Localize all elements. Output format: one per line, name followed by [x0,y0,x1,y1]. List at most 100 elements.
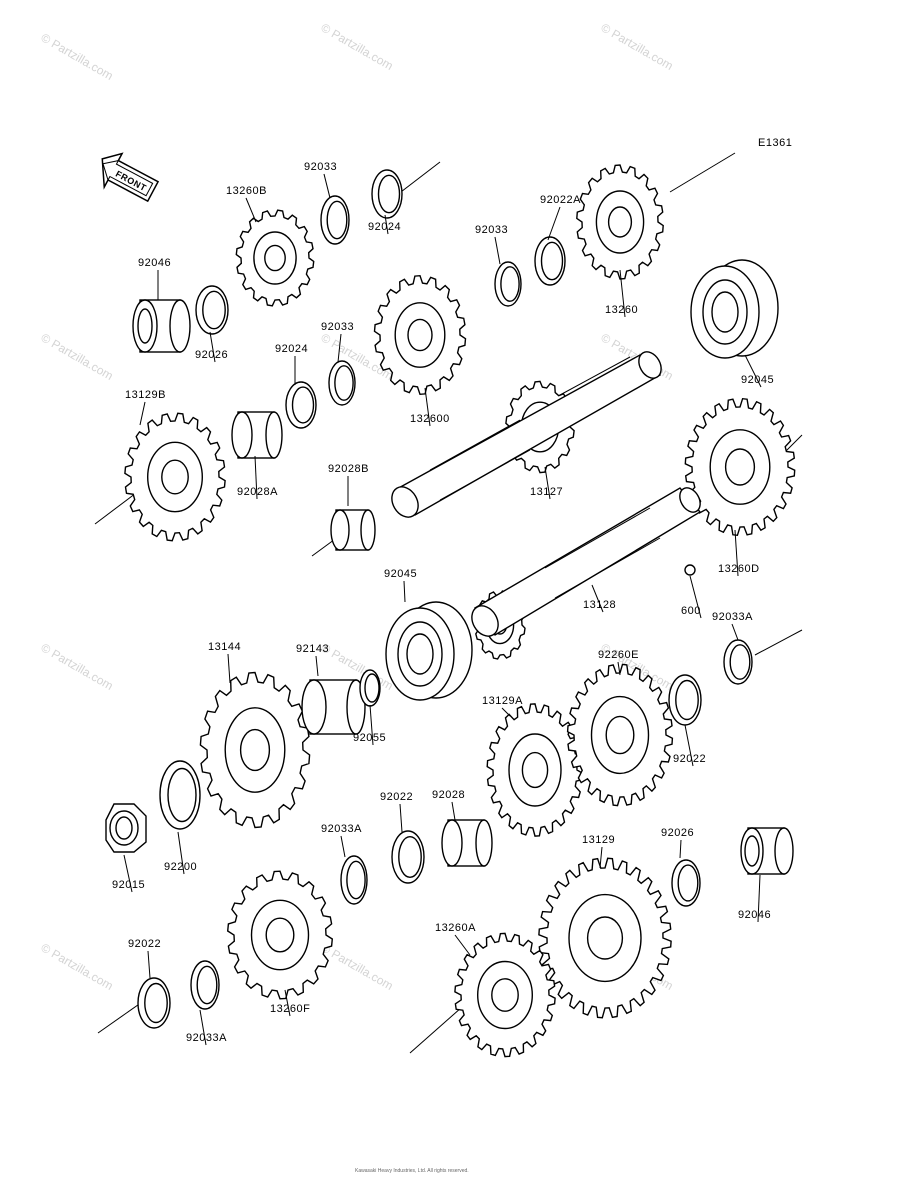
front-arrow-icon: FRONT [101,152,160,203]
washer-92026-a [195,285,229,335]
washer-92022A [534,236,566,286]
part-number-label: 92028B [328,463,369,475]
diagram-code: E1361 [758,137,792,149]
leader-line [501,707,511,717]
leader-line [731,623,739,641]
part-number-label: 92022 [380,791,413,803]
leader-line [617,661,621,676]
gear-13260D [684,397,796,537]
leader-line [424,387,431,427]
leader-line [544,466,551,500]
part-number-label: 92022 [128,938,161,950]
watermark: © Partzilla.com [319,940,396,993]
leader-line [245,197,257,223]
leader-line [684,724,694,767]
watermark: © Partzilla.com [39,330,116,383]
watermark: © Partzilla.com [39,940,116,993]
callouts-layer: 13260B920339202492022A920331326092046920… [112,161,774,1046]
bushing-92028A [231,411,283,459]
part-number-label: 92022 [673,753,706,765]
bearing-92045-mid [385,601,473,701]
leader-line [254,455,258,500]
leader-line [619,269,626,318]
gear-13129 [538,857,672,1019]
part-number-label: 92200 [164,861,197,873]
leader-line [337,333,342,363]
leader-line [369,704,374,746]
bushing-92028B [330,509,376,551]
gear-13129A [486,703,584,837]
gear-13129B [124,412,226,542]
leader-line [679,839,682,859]
part-number-label: 92046 [738,909,771,921]
part-number-label: 13129B [125,389,166,401]
leader-line [451,801,456,821]
nut-92015 [105,803,147,853]
part-number-label: 92033A [712,611,753,623]
part-number-label: 13260 [605,304,638,316]
watermark: © Partzilla.com [599,20,676,73]
part-number-label: 92026 [195,349,228,361]
bearing-92045-top [690,259,779,359]
circlip-92033A-c [190,960,220,1010]
leader-line [399,803,403,833]
part-number-label: 92033 [304,161,337,173]
gear-13260F [226,870,334,1000]
shaft-13128 [471,487,702,637]
part-number-label: 92033 [321,321,354,333]
part-number-label: 92033A [186,1032,227,1044]
circlip-92033-b [494,261,522,307]
watermark: © Partzilla.com [39,640,116,693]
part-number-label: 92143 [296,643,329,655]
leader-line [547,206,561,241]
leader-line [227,653,231,684]
part-number-label: 13144 [208,641,241,653]
part-number-label: 132600 [410,413,450,425]
part-number-label: 92024 [275,343,308,355]
bushing-92028 [441,819,493,867]
gear-13260C [373,274,467,396]
leader-line [177,831,185,875]
leader-line [454,934,471,956]
part-number-label: 13129 [582,834,615,846]
washer-92024-b [285,381,317,429]
leader-line [209,331,216,363]
leader-line [323,173,331,199]
part-number-label: 92028 [432,789,465,801]
part-number-label: 13260D [718,563,760,575]
circlip-92033-a [320,195,350,245]
washer-92024-a [371,169,403,219]
gear-13260B [235,209,315,307]
part-number-label: 92045 [384,568,417,580]
leader-line [599,846,603,869]
ball-600 [684,564,696,576]
shaft-13127 [391,351,662,518]
oring-92055 [359,669,381,707]
leader-line [147,950,151,979]
leader-line [139,401,146,426]
part-number-label: 92028A [237,486,278,498]
collar-92046-top [132,299,191,353]
part-number-label: 92022A [540,194,581,206]
part-number-label: 13260A [435,922,476,934]
gears-layer [124,164,796,1058]
leader-line [734,529,739,577]
gear-13144 [199,671,311,829]
leader-line [340,835,346,858]
part-number-label: 92046 [138,257,171,269]
leader-line [123,854,133,893]
gear-13260 [576,164,664,280]
leader-line [403,580,406,603]
part-number-label: 13127 [530,486,563,498]
gear-13260A [454,932,556,1058]
rings-layer [137,169,753,1029]
leader-line [284,989,291,1017]
watermark: © Partzilla.com [39,30,116,83]
part-number-label: 92260E [598,649,639,661]
circlip-92033A-a [723,639,753,685]
footer-copyright: Kawasaki Heavy Industries, Ltd. All righ… [355,1168,469,1174]
part-number-label: 92033 [475,224,508,236]
washer-92022-c [137,977,171,1029]
washer-92022-b [391,830,425,884]
